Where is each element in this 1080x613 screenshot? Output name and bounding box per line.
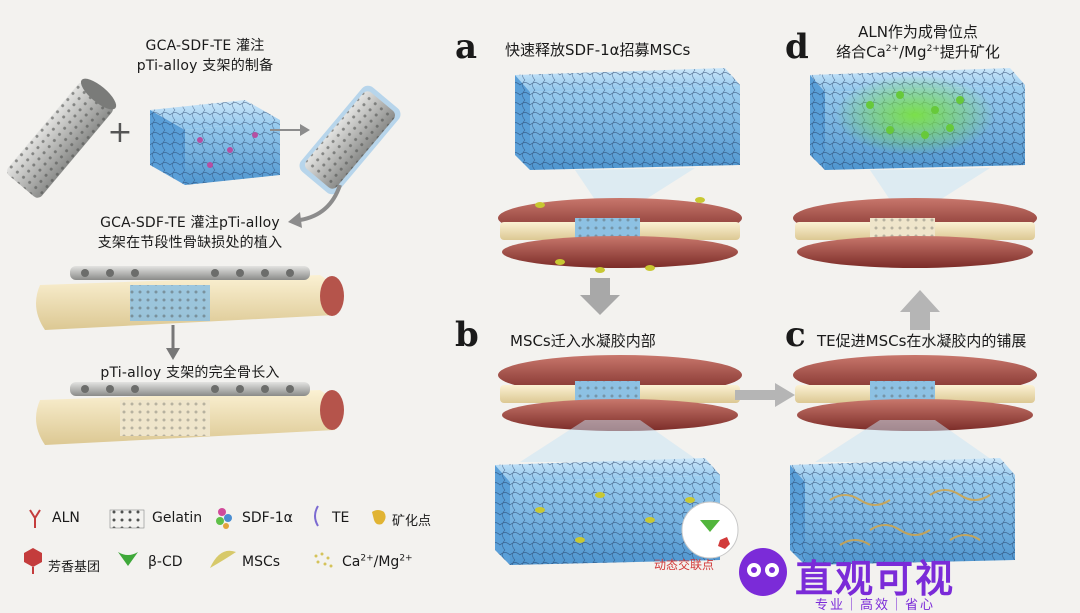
panel-b-hydrogel-cube [495, 458, 720, 565]
panel-a-hydrogel-cube [515, 68, 740, 170]
arrow-up-c-d [900, 290, 940, 330]
panel-a-limb [498, 197, 742, 273]
brand-logo-icon [739, 548, 787, 596]
panel-c-limb [793, 355, 1037, 431]
mscs-icon [210, 551, 236, 568]
left-title: GCA-SDF-TE 灌注 pTi-alloy 支架的制备 [80, 36, 330, 76]
left-step2-line1: GCA-SDF-TE 灌注pTi-alloy [40, 213, 340, 233]
panel-b-letter: b [455, 318, 479, 352]
left-title-line2: pTi-alloy 支架的制备 [80, 56, 330, 76]
panel-d-hydrogel-cube [810, 68, 1025, 170]
legend-ion: Ca2+/Mg2+ [342, 554, 413, 570]
beta-cd-icon [118, 552, 138, 566]
aromatic-group-icon [24, 548, 42, 574]
filled-scaffold-cylinder [296, 82, 403, 197]
aln-icon [30, 510, 40, 528]
left-step2-line2: 支架在节段性骨缺损处的植入 [40, 233, 340, 253]
arrow-down-a-b [580, 278, 620, 315]
gelatin-icon [110, 510, 144, 528]
dynamic-crosslink-label: 动态交联点 [654, 556, 714, 573]
panel-d-caption-line1: ALN作为成骨位点 [818, 22, 1018, 42]
te-icon [315, 506, 318, 526]
legend-aln: ALN [52, 510, 80, 526]
panel-c-letter: c [785, 318, 806, 352]
panel-c-caption: TE促进MSCs在水凝胶内的铺展 [817, 331, 1026, 351]
panel-d-caption-line2: 络合Ca2+/Mg2+提升矿化 [818, 42, 1018, 62]
legend-aromatic: 芳香基团 [48, 556, 100, 575]
legend-te: TE [332, 510, 349, 526]
panel-b-caption: MSCs迁入水凝胶内部 [510, 331, 656, 351]
legend-sdf: SDF-1α [242, 510, 293, 526]
panel-d-caption: ALN作为成骨位点 络合Ca2+/Mg2+提升矿化 [818, 22, 1018, 62]
panel-a-letter: a [455, 30, 477, 64]
bone-implant-1 [36, 266, 344, 330]
plus-sign: + [107, 115, 132, 150]
hydrogel-cube-left [150, 100, 280, 185]
ion-icon [315, 553, 333, 568]
legend-gelatin: Gelatin [152, 510, 202, 526]
legend-mineral: 矿化点 [392, 510, 431, 529]
bone-implant-2 [36, 382, 344, 445]
titanium-scaffold-cylinder [5, 74, 121, 200]
left-title-line1: GCA-SDF-TE 灌注 [80, 36, 330, 56]
legend-bcd: β-CD [148, 554, 183, 570]
panel-a-caption: 快速释放SDF-1α招募MSCs [505, 40, 690, 60]
mineral-site-icon [372, 510, 386, 525]
sdf-icon [216, 508, 232, 529]
panel-d-letter: d [785, 30, 809, 64]
left-step3-caption: pTi-alloy 支架的完全骨长入 [40, 363, 340, 383]
panel-b-limb [498, 355, 742, 431]
panel-d-limb [793, 198, 1037, 268]
brand-tagline: 专业｜高效｜省心 [815, 594, 935, 613]
left-step2-caption: GCA-SDF-TE 灌注pTi-alloy 支架在节段性骨缺损处的植入 [40, 213, 340, 253]
legend-mscs: MSCs [242, 554, 280, 570]
